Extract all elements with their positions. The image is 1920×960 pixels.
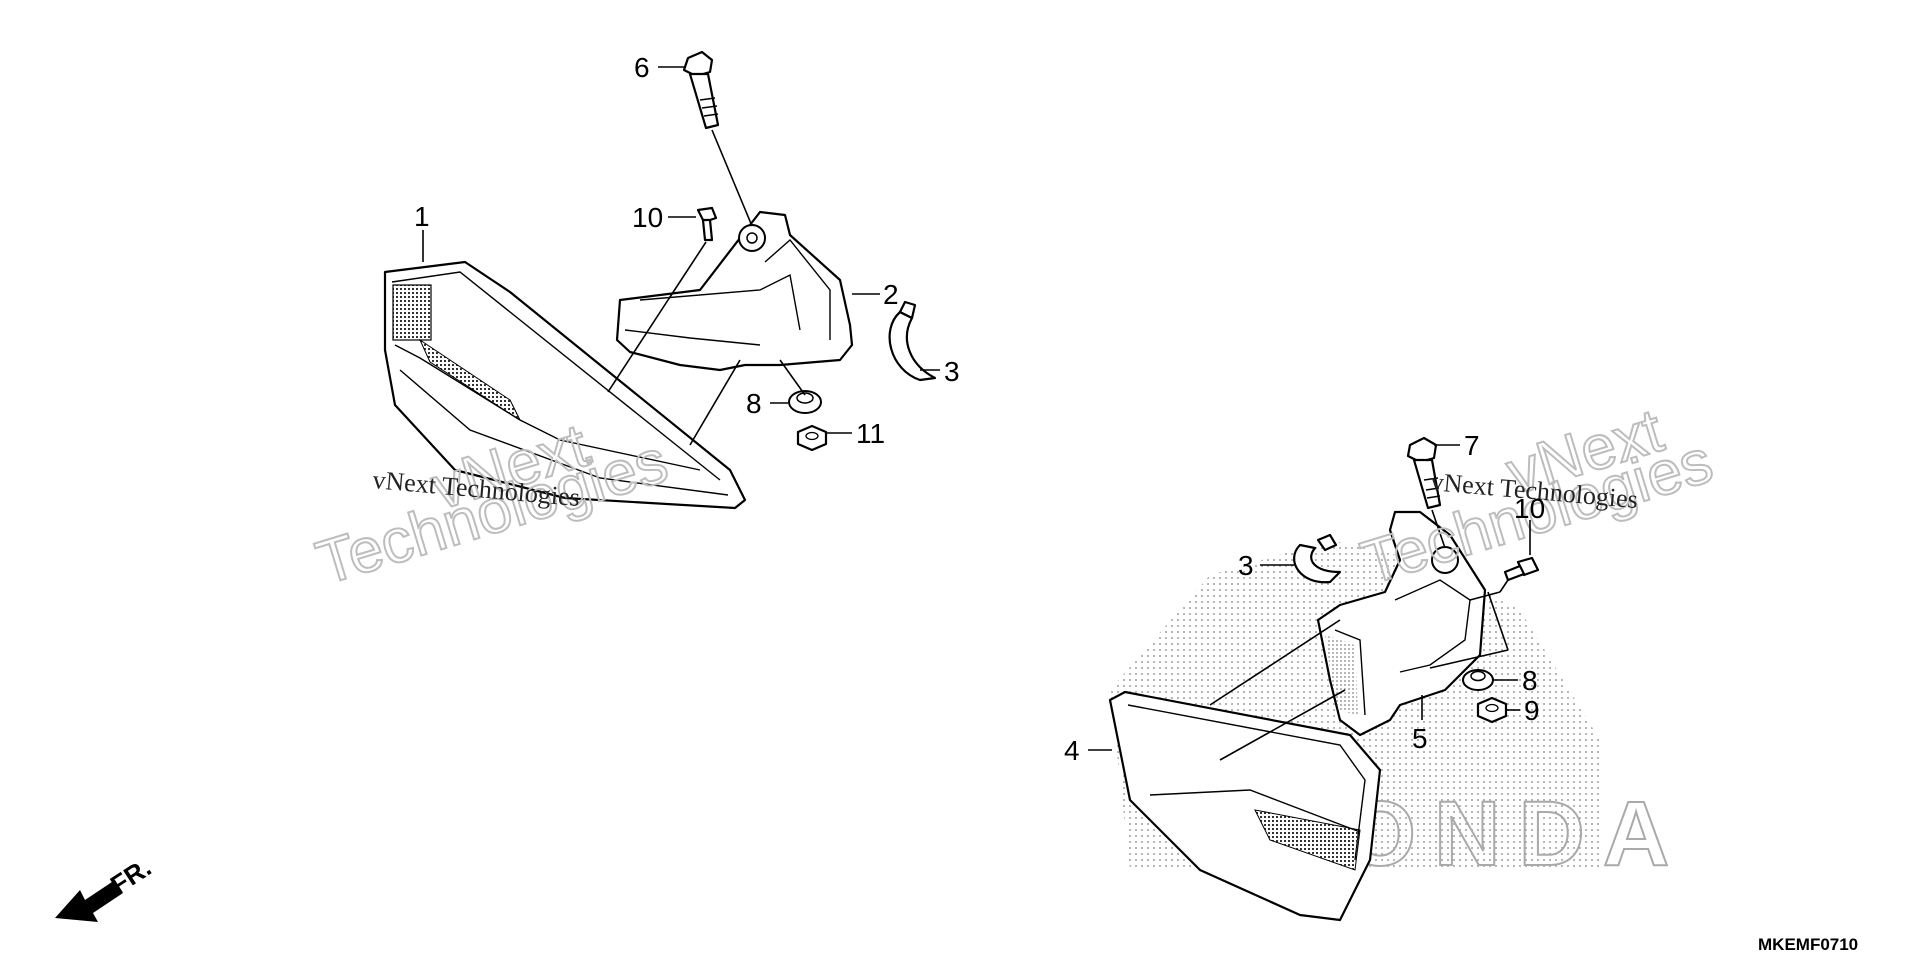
callout-11[interactable]: 11 — [856, 418, 885, 449]
left-guide-lines — [607, 129, 806, 446]
part-11-left-nut[interactable] — [796, 424, 828, 452]
part-7-bolt[interactable] — [1406, 436, 1442, 510]
callout-labels: 1 2 3 3 4 5 6 7 8 8 9 10 10 11 — [414, 52, 1545, 766]
part-10-right-screw[interactable] — [1503, 556, 1540, 582]
front-direction-indicator: FR. — [55, 852, 156, 922]
callout-3-left[interactable]: 3 — [944, 356, 960, 387]
callout-10-left[interactable]: 10 — [632, 202, 663, 233]
leader-lines — [422, 66, 1531, 751]
callout-9[interactable]: 9 — [1524, 695, 1540, 726]
part-9-right-nut[interactable] — [1476, 696, 1508, 724]
part-10-left-screw[interactable] — [696, 206, 718, 242]
callout-1[interactable]: 1 — [414, 201, 430, 232]
callout-6[interactable]: 6 — [634, 52, 650, 83]
part-4-right-lens[interactable] — [1108, 690, 1382, 922]
part-8-left-grommet[interactable] — [788, 390, 822, 414]
part-2-left-bracket[interactable] — [615, 210, 854, 372]
callout-10-right[interactable]: 10 — [1514, 493, 1545, 524]
right-guide-lines — [1209, 509, 1509, 761]
callout-4[interactable]: 4 — [1064, 735, 1080, 766]
part-5-right-bracket[interactable] — [1316, 510, 1487, 737]
part-6-bolt[interactable] — [682, 50, 720, 130]
front-arrow-icon — [55, 880, 123, 922]
callout-7[interactable]: 7 — [1464, 430, 1480, 461]
watermark-left: vNext Technologies vNext Technologies — [308, 410, 676, 599]
callout-8-left[interactable]: 8 — [746, 388, 762, 419]
callout-8-right[interactable]: 8 — [1522, 665, 1538, 696]
drawing-code: MKEMF0710 — [1758, 935, 1858, 954]
callout-2[interactable]: 2 — [883, 279, 899, 310]
part-1-left-lens[interactable] — [383, 260, 747, 510]
callout-5[interactable]: 5 — [1412, 723, 1428, 754]
callout-3-right[interactable]: 3 — [1238, 550, 1254, 581]
part-8-right-grommet[interactable] — [1462, 669, 1494, 691]
part-3-right-clip[interactable] — [1293, 533, 1342, 584]
part-3-left-clip[interactable] — [888, 300, 937, 382]
